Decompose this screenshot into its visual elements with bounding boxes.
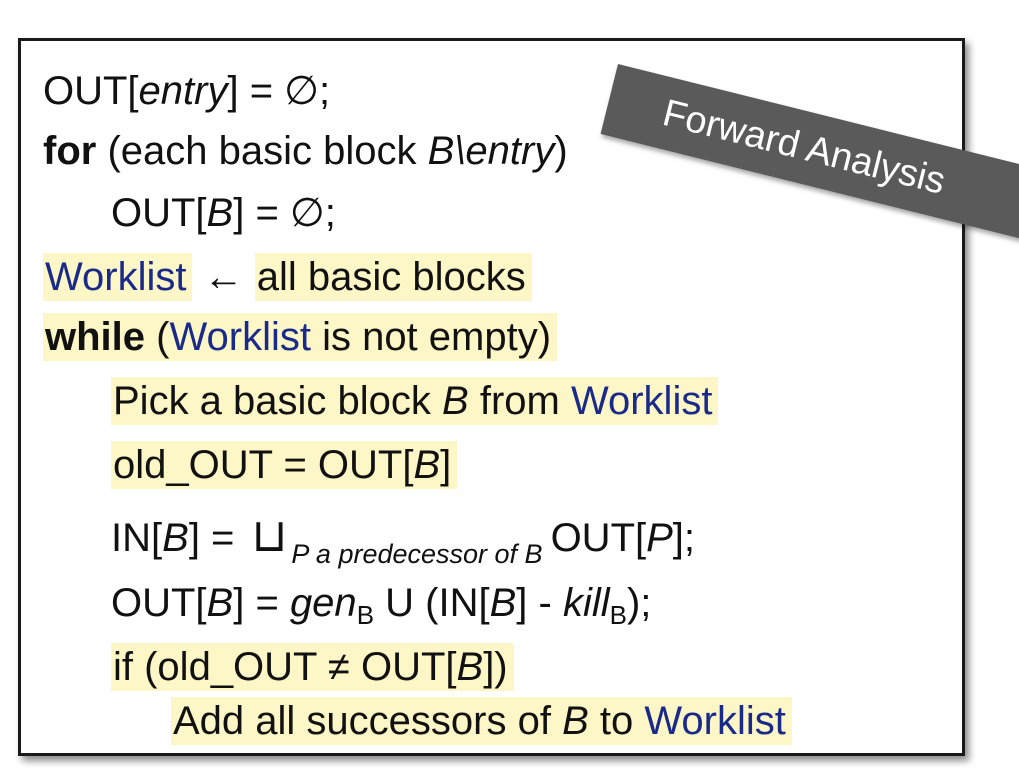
text: ) [554,129,568,173]
text-italic: entry [138,69,228,113]
line-out-init: OUT[B] = ∅; [111,189,336,237]
text: U (IN[ [374,581,490,625]
text: from [468,379,571,423]
text-italic: B [456,645,484,689]
join-operator: ⊔ [251,509,288,561]
highlight: if (old_OUT ≠ OUT[B]) [111,643,514,691]
text: ] = ∅; [233,191,336,235]
text: ]; [672,516,696,560]
highlight-text: all basic blocks [254,253,532,301]
text-italic: B [206,191,234,235]
text: OUT[ [550,516,647,560]
line-while-loop: while (Worklist is not empty) [43,313,558,361]
text-italic: B [489,581,517,625]
text: ] [440,443,452,487]
worklist-term: Worklist [169,315,311,359]
line-if-changed: if (old_OUT ≠ OUT[B]) [111,643,514,691]
line-pick-block: Pick a basic block B from Worklist [111,377,719,425]
worklist-term: Worklist [570,379,713,423]
join-subscript: P a predecessor of B [291,539,543,569]
gen-term: gen [289,581,357,625]
text: IN[ [111,516,163,560]
text: ] = [233,581,290,625]
text-italic: B [162,516,189,560]
gen-subscript: B [356,600,375,630]
line-for-loop: for (each basic block B\entry) [43,127,568,175]
text-italic: B [413,443,441,487]
kill-subscript: B [609,600,627,630]
text: ] = [188,516,246,560]
line-old-out: old_OUT = OUT[B] [111,441,458,489]
text-italic: P [646,516,673,560]
keyword-for: for [43,129,97,173]
text: to [588,699,645,743]
text: ); [626,581,652,625]
highlight: Pick a basic block B from Worklist [111,377,719,425]
highlight: Add all successors of B to Worklist [171,697,792,745]
highlight: old_OUT = OUT[B] [111,441,458,489]
text: OUT[ [43,69,139,113]
line-add-successors: Add all successors of B to Worklist [171,697,792,745]
text: if (old_OUT ≠ OUT[ [113,645,457,689]
kill-term: kill [562,581,610,625]
text: is not empty) [310,315,552,359]
text: Pick a basic block [113,379,443,423]
line-worklist-init: Worklist ← all basic blocks [43,253,532,301]
worklist-term: Worklist [45,255,187,299]
text: old_OUT = OUT[ [113,443,414,487]
text: (each basic block [96,129,428,173]
line-out-entry: OUT[entry] = ∅; [43,67,330,115]
worklist-term: Worklist [644,699,786,743]
line-transfer-function: OUT[B] = genB U (IN[B] - killB); [111,579,652,630]
text: ] = ∅; [227,69,331,113]
text-italic: B [562,699,589,743]
keyword-while: while [45,315,146,359]
text-italic: B\entry [427,129,555,173]
text: OUT[ [111,191,207,235]
highlight: Worklist [43,253,193,301]
text-italic: B [206,581,234,625]
text: Add all successors of [173,699,563,743]
text: OUT[ [111,581,207,625]
text-italic: B [442,379,469,423]
text: ( [145,315,170,359]
text: ]) [483,645,508,689]
text: ] - [516,581,563,625]
assign-arrow: ← [192,255,255,299]
highlight: while (Worklist is not empty) [43,313,558,361]
